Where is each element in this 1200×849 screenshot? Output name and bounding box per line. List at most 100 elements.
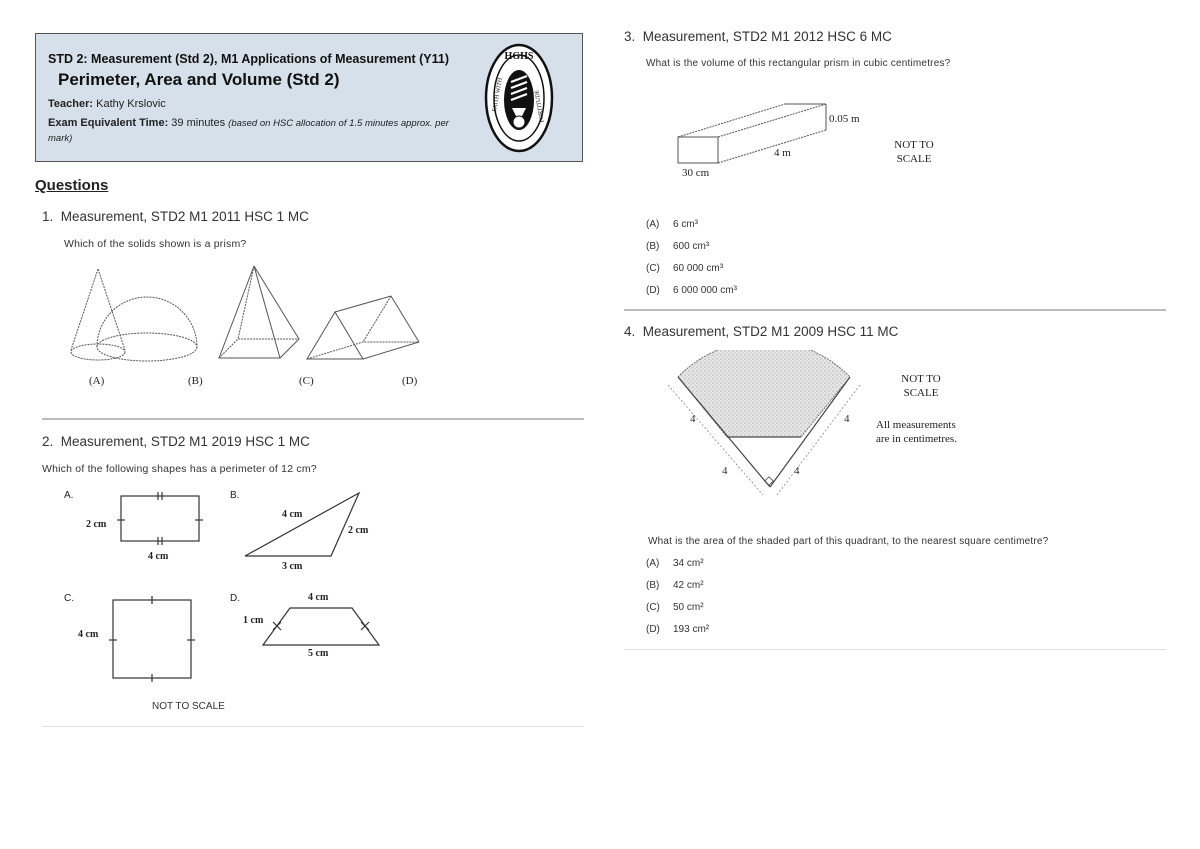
option-value: 34 cm² bbox=[673, 558, 704, 569]
divider bbox=[42, 726, 584, 727]
triangle-shape bbox=[244, 491, 361, 557]
shape-d-side-label: 1 cm bbox=[243, 615, 264, 626]
square-shape bbox=[109, 596, 195, 682]
option-c[interactable]: (C) 50 cm² bbox=[646, 602, 704, 613]
solid-label-d: (D) bbox=[402, 375, 418, 387]
rectangular-prism-figure bbox=[677, 103, 827, 164]
shape-d-top-label: 4 cm bbox=[308, 592, 329, 603]
svg-text:4: 4 bbox=[794, 465, 800, 477]
svg-text:HGHS: HGHS bbox=[505, 51, 534, 62]
option-label: (C) bbox=[646, 263, 660, 274]
solid-label-b: (B) bbox=[188, 375, 203, 387]
shape-b-right-label: 2 cm bbox=[348, 525, 369, 536]
quadrant-not-to-scale-note: NOT TO SCALE bbox=[895, 372, 947, 400]
pyramid-figure bbox=[218, 265, 300, 359]
question-number: 4. bbox=[624, 324, 636, 339]
option-value: 600 cm³ bbox=[673, 241, 710, 252]
shape-a-label: A. bbox=[64, 490, 74, 501]
svg-text:FAITH WITH: FAITH WITH bbox=[492, 77, 504, 112]
questions-heading: Questions bbox=[35, 177, 109, 194]
rectangle-shape bbox=[117, 492, 203, 545]
option-a[interactable]: (A) 34 cm² bbox=[646, 558, 704, 569]
shape-d-bottom-label: 5 cm bbox=[308, 648, 329, 659]
question-number: 2. bbox=[42, 434, 54, 449]
note-line: NOT TO bbox=[894, 139, 934, 151]
question-title-text: Measurement, STD2 M1 2012 HSC 6 MC bbox=[642, 29, 892, 44]
shape-c-label: C. bbox=[64, 593, 74, 604]
option-label: (A) bbox=[646, 219, 660, 230]
worksheet-header: STD 2: Measurement (Std 2), M1 Applicati… bbox=[35, 33, 583, 162]
school-crest-icon: HGHS FAITH WITH FORTITUDE bbox=[484, 43, 554, 153]
option-d[interactable]: (D) 6 000 000 cm³ bbox=[646, 285, 737, 296]
option-label: (C) bbox=[646, 602, 660, 613]
teacher-line: Teacher: Kathy Krslovic bbox=[48, 98, 166, 110]
option-b[interactable]: (B) 42 cm² bbox=[646, 580, 704, 591]
teacher-label: Teacher: bbox=[48, 98, 94, 110]
option-value: 42 cm² bbox=[673, 580, 704, 591]
question-number: 1. bbox=[42, 209, 54, 224]
svg-text:4: 4 bbox=[722, 465, 728, 477]
triangular-prism-figure bbox=[306, 295, 420, 360]
option-label: (D) bbox=[646, 285, 660, 296]
question-2-shapes-figure bbox=[109, 491, 381, 682]
note-line: are in centimetres. bbox=[876, 433, 957, 445]
exam-time-line: Exam Equivalent Time: 39 minutes (based … bbox=[48, 116, 468, 146]
option-label: (B) bbox=[646, 580, 660, 591]
note-line: SCALE bbox=[896, 153, 932, 165]
exam-time-label: Exam Equivalent Time: bbox=[48, 117, 169, 129]
solid-label-c: (C) bbox=[299, 375, 314, 387]
quadrant-units-note: All measurements are in centimetres. bbox=[876, 418, 957, 446]
svg-text:4: 4 bbox=[844, 413, 850, 425]
solid-label-a: (A) bbox=[89, 375, 105, 387]
question-number: 3. bbox=[624, 29, 636, 44]
note-line: All measurements bbox=[876, 419, 956, 431]
question-1-text: Which of the solids shown is a prism? bbox=[64, 238, 247, 250]
option-label: (A) bbox=[646, 558, 660, 569]
question-4-title: 4. Measurement, STD2 M1 2009 HSC 11 MC bbox=[624, 324, 898, 339]
divider bbox=[42, 418, 584, 420]
question-1-solids-figure bbox=[70, 265, 420, 362]
divider bbox=[624, 649, 1166, 650]
not-to-scale-note: NOT TO SCALE bbox=[152, 701, 225, 712]
quadrant-figure: 4 4 4 4 bbox=[667, 350, 861, 495]
prism-not-to-scale-note: NOT TO SCALE bbox=[890, 138, 938, 166]
exam-time-note: (based on HSC allocation of 1.5 minutes … bbox=[48, 118, 449, 144]
course-subtitle: STD 2: Measurement (Std 2), M1 Applicati… bbox=[48, 52, 450, 66]
shape-a-side-label: 2 cm bbox=[86, 519, 107, 530]
shape-c-side-label: 4 cm bbox=[78, 629, 99, 640]
option-c[interactable]: (C) 60 000 cm³ bbox=[646, 263, 723, 274]
svg-text:FORTITUDE: FORTITUDE bbox=[534, 89, 546, 123]
question-title-text: Measurement, STD2 M1 2011 HSC 1 MC bbox=[60, 209, 309, 224]
option-d[interactable]: (D) 193 cm² bbox=[646, 624, 709, 635]
shape-b-label: B. bbox=[230, 490, 240, 501]
option-value: 60 000 cm³ bbox=[673, 263, 724, 274]
prism-length-label: 4 m bbox=[774, 147, 791, 159]
teacher-name: Kathy Krslovic bbox=[96, 98, 166, 110]
option-value: 193 cm² bbox=[673, 624, 710, 635]
question-1-title: 1. Measurement, STD2 M1 2011 HSC 1 MC bbox=[42, 209, 309, 224]
option-a[interactable]: (A) 6 cm³ bbox=[646, 219, 698, 230]
worksheet-title: Perimeter, Area and Volume (Std 2) bbox=[58, 70, 340, 89]
question-title-text: Measurement, STD2 M1 2019 HSC 1 MC bbox=[60, 434, 310, 449]
option-value: 6 000 000 cm³ bbox=[673, 285, 737, 296]
cone-figure bbox=[70, 268, 126, 361]
shape-a-bottom-label: 4 cm bbox=[148, 551, 169, 562]
trapezium-shape bbox=[261, 607, 381, 646]
option-label: (B) bbox=[646, 241, 660, 252]
option-value: 6 cm³ bbox=[673, 219, 698, 230]
svg-text:4: 4 bbox=[690, 413, 696, 425]
question-3-text: What is the volume of this rectangular p… bbox=[646, 58, 951, 69]
question-2-text: Which of the following shapes has a peri… bbox=[42, 463, 317, 475]
option-value: 50 cm² bbox=[673, 602, 704, 613]
question-4-text: What is the area of the shaded part of t… bbox=[648, 536, 1049, 547]
prism-width-label: 30 cm bbox=[682, 167, 710, 179]
shape-b-bottom-label: 3 cm bbox=[282, 561, 303, 572]
hemisphere-figure bbox=[96, 296, 198, 362]
option-b[interactable]: (B) 600 cm³ bbox=[646, 241, 709, 252]
shape-b-hyp-label: 4 cm bbox=[282, 509, 303, 520]
note-line: NOT TO bbox=[901, 373, 941, 385]
question-3-title: 3. Measurement, STD2 M1 2012 HSC 6 MC bbox=[624, 29, 892, 44]
shape-d-label: D. bbox=[230, 593, 240, 604]
option-label: (D) bbox=[646, 624, 660, 635]
divider bbox=[624, 309, 1166, 311]
